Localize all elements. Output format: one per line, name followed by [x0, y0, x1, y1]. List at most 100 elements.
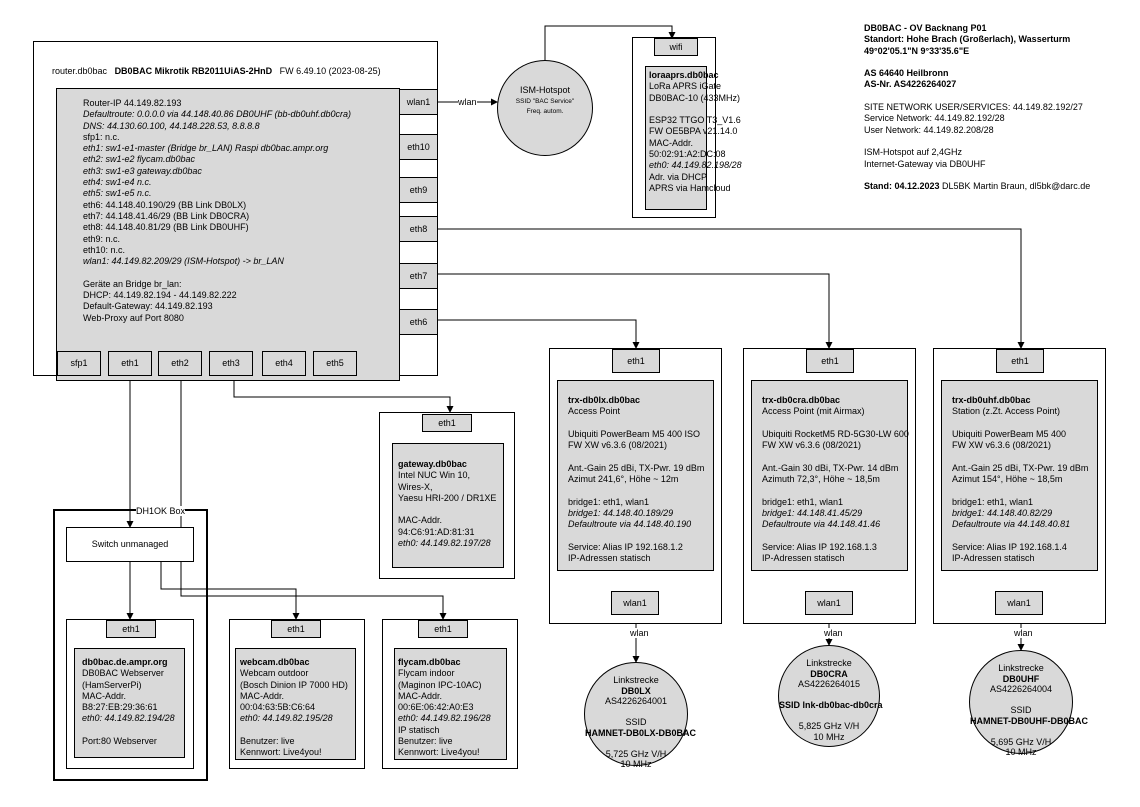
trx-port-eth1: eth1 [996, 349, 1044, 373]
site-info-line: 49°02'05.1"N 9°33'35.6"E [864, 45, 970, 56]
link-line [779, 690, 879, 701]
info-line: flycam.db0bac [398, 657, 461, 667]
site-info-line: Service Network: 44.149.82.192/28 [864, 113, 1005, 124]
info-line: Webcam outdoor [240, 668, 309, 679]
info-line: Azimut 241,6°, Höhe ~ 12m [568, 474, 679, 485]
info-line: 00:6E:06:42:A0:E3 [398, 702, 474, 713]
info-line [649, 104, 706, 115]
router-port-eth4[interactable]: eth4 [262, 351, 306, 376]
info-line [398, 504, 503, 515]
info-line: 94:C6:91:AD:81:31 [398, 526, 475, 537]
info-line: Access Point [568, 406, 621, 417]
info-line: bridge1: eth1, wlan1 [762, 496, 844, 507]
link-line: Linkstrecke [613, 675, 659, 685]
wire-switch-webcam [160, 562, 300, 620]
router-port-eth2[interactable]: eth2 [158, 351, 202, 376]
info-line: Wires-X, [398, 481, 433, 492]
info-line: Ant.-Gain 25 dBi, TX-Pwr. 19 dBm [568, 462, 705, 473]
router-port-eth7[interactable]: eth7 [399, 263, 438, 289]
wire-eth2-flycam [180, 376, 447, 620]
info-line: Service: Alias IP 192.168.1.4 [952, 541, 1067, 552]
link-line: SSID lnk-db0bac-db0cra [779, 700, 883, 710]
router-port-eth5[interactable]: eth5 [313, 351, 357, 376]
wire-hotspot-lora [544, 25, 676, 60]
info-line: MAC-Addr. [82, 690, 127, 701]
router-port-eth1[interactable]: eth1 [108, 351, 152, 376]
info-line: (Bosch Dinion IP 7000 HD) [240, 679, 348, 690]
info-line: DHCP: 44.149.82.194 - 44.149.82.222 [83, 290, 237, 301]
hotspot-ssid: SSID "BAC Service" [515, 98, 575, 105]
info-line: Yaesu HRI-200 / DR1XE [398, 492, 497, 503]
router-header: router.db0bac DB0BAC Mikrotik RB2011UiAS… [52, 66, 381, 76]
info-line: eth7: 44.148.41.46/29 (BB Link DB0CRA) [83, 210, 250, 221]
router-box: router.db0bac DB0BAC Mikrotik RB2011UiAS… [33, 41, 438, 381]
info-line: DNS: 44.130.60.100, 44.148.228.53, 8.8.8… [83, 120, 260, 131]
info-line: MAC-Addr. [240, 690, 285, 701]
info-line: IP statisch [398, 724, 440, 735]
info-line: Port:80 Webserver [82, 736, 157, 747]
info-line: MAC-Addr. [398, 690, 443, 701]
wire-eth6-db0lx [438, 319, 640, 349]
info-line: IP-Adressen statisch [762, 553, 845, 564]
info-line: (Maginon IPC-10AC) [398, 679, 482, 690]
info-line: bridge1: eth1, wlan1 [568, 496, 650, 507]
trx-link-label: wlan [630, 628, 649, 638]
info-line: DB0BAC-10 (433MHz) [649, 92, 741, 103]
info-line: bridge1: 44.148.40.82/29 [952, 507, 1053, 518]
info-line [568, 418, 713, 429]
router-port-eth10[interactable]: eth10 [399, 134, 438, 160]
router-port-eth9[interactable]: eth9 [399, 177, 438, 203]
info-line [568, 485, 713, 496]
info-line: Azimuth 72,3°, Höhe ~ 18,5m [762, 474, 880, 485]
router-port-sfp1[interactable]: sfp1 [57, 351, 101, 376]
site-info-line [864, 91, 1134, 102]
link-line: 10 MHz [1005, 747, 1037, 757]
site-info-line: Standort: Hohe Brach (Großerlach), Wasse… [864, 34, 1071, 45]
trx-port-wlan1: wlan1 [611, 591, 659, 615]
trx-port-eth1: eth1 [806, 349, 854, 373]
link-line: AS4226264004 [989, 684, 1053, 694]
info-line: Router-IP 44.149.82.193 [83, 98, 182, 108]
info-line: Ant.-Gain 30 dBi, TX-Pwr. 14 dBm [762, 462, 899, 473]
link-line: 5,825 GHz V/H [798, 721, 860, 731]
trx-port-eth1: eth1 [612, 349, 660, 373]
link-line: DB0CRA [810, 668, 848, 679]
site-info-line: SITE NETWORK USER/SERVICES: 44.149.82.19… [864, 102, 1083, 113]
trx-port-wlan1: wlan1 [805, 591, 853, 615]
site-info-line: AS-Nr. AS4226264027 [864, 79, 957, 90]
flycam-port: eth1 [418, 620, 468, 638]
hotspot-title: ISM-Hotspot [519, 85, 570, 95]
webserver-port: eth1 [106, 620, 156, 638]
info-line: LoRa APRS iGate [649, 81, 722, 92]
trx-link-label: wlan [824, 628, 843, 638]
dh1ok-title: DH1OK Box [136, 506, 186, 516]
info-line [82, 725, 184, 736]
info-line: Ubiquiti PowerBeam M5 400 [952, 428, 1067, 439]
router-port-eth6[interactable]: eth6 [399, 309, 438, 335]
info-line: webcam.db0bac [240, 657, 310, 667]
router-port-eth3[interactable]: eth3 [209, 351, 253, 376]
wire-eth8-db0uhf [438, 228, 1025, 349]
info-line [240, 725, 355, 736]
info-line: Service: Alias IP 192.168.1.3 [762, 541, 877, 552]
info-line [762, 418, 907, 429]
info-line: Defaultroute via 44.148.40.190 [568, 519, 692, 530]
router-port-wlan1[interactable]: wlan1 [399, 89, 438, 115]
info-line: trx-db0cra.db0bac [762, 395, 841, 405]
info-line: eth0: 44.149.82.197/28 [398, 538, 491, 549]
info-line: eth1: sw1-e1-master (Bridge br_LAN) Rasp… [83, 143, 329, 154]
router-port-eth8[interactable]: eth8 [399, 216, 438, 242]
info-line: trx-db0uhf.db0bac [952, 395, 1031, 405]
info-line: bridge1: 44.148.41.45/29 [762, 507, 863, 518]
hotspot-freq: Freq. autom. [526, 108, 564, 115]
info-line [952, 451, 1097, 462]
